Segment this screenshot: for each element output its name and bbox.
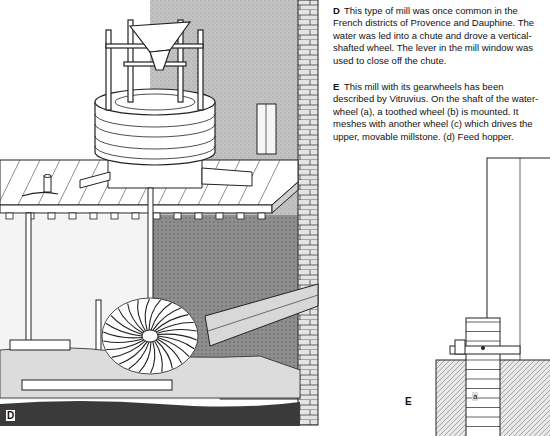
frame-post: [106, 30, 111, 110]
drawing-stroke: [156, 340, 172, 369]
drawing-stroke: [153, 213, 160, 219]
drawing-stroke: [158, 334, 197, 340]
water-chute: [205, 284, 318, 346]
water-wheel-blades: [103, 299, 196, 373]
drawing-stroke: [174, 213, 181, 219]
drawing-stroke: [157, 339, 182, 364]
drawing-stroke: [466, 341, 500, 342]
meal-trough: [202, 168, 252, 186]
drawing-stroke: [466, 379, 500, 380]
floor-joists: [6, 213, 265, 219]
lever-post-top: [44, 175, 51, 178]
caption-text: This mill with its gearwheels has been d…: [333, 81, 545, 143]
panel-letter: E: [333, 81, 339, 93]
drawing-stroke: [466, 360, 500, 361]
drawing-stroke: [6, 213, 13, 219]
millstone-bands: [95, 114, 215, 159]
drawing-stroke: [95, 136, 215, 149]
bearing-block: [455, 340, 465, 354]
callout-letter: a: [472, 392, 478, 401]
ground: [0, 401, 300, 426]
drawing-stroke: [466, 331, 500, 332]
caption-text: This type of mill was once common in the…: [333, 5, 545, 67]
wheel-hub: [142, 330, 158, 342]
drawing-stroke: [69, 213, 76, 219]
drawing-stroke: [128, 303, 144, 332]
lever-post: [44, 176, 51, 192]
drawing-stroke: [58, 160, 80, 205]
drawing-stroke: [466, 426, 500, 427]
drawing-stroke: [111, 213, 118, 219]
chute-edge: [208, 295, 318, 331]
beam: [10, 340, 70, 350]
drawing-stroke: [90, 213, 97, 219]
drawing-stroke: [106, 340, 144, 350]
building-line: [520, 158, 521, 360]
panel-letter: D: [333, 5, 340, 17]
drawing-stroke: [156, 322, 194, 332]
drawing-stroke: [157, 329, 196, 333]
drawing-stroke: [95, 146, 215, 159]
drawing-stroke: [138, 300, 146, 331]
drawing-stroke: [258, 213, 265, 219]
hopper-frame: [106, 20, 203, 110]
drawing-stroke: [95, 114, 215, 127]
drawing-stroke: [466, 369, 500, 370]
vertical-water-wheel: [466, 318, 500, 436]
drawing-stroke: [237, 213, 244, 219]
drawing-stroke: [0, 160, 20, 205]
panel-letter: E: [404, 396, 413, 407]
panel-letter: D: [6, 410, 15, 421]
window-bar: [266, 104, 267, 154]
brick-pillar: [298, 0, 318, 425]
drawing-stroke: [118, 309, 143, 334]
hopper-spout: [150, 50, 170, 70]
drawing-stroke: [195, 213, 202, 219]
frame-post: [128, 20, 133, 102]
drawing-stroke: [466, 388, 500, 389]
mill-window: [257, 104, 276, 154]
lever-bar: [22, 192, 58, 196]
drawing-stroke: [48, 213, 55, 219]
millstone-top: [95, 89, 215, 115]
wheel-paddles: [466, 322, 500, 427]
frame-post: [198, 30, 203, 110]
drawing-stroke: [466, 417, 500, 418]
drawing-stroke: [103, 339, 142, 343]
drawing-stroke: [216, 213, 223, 219]
drawing-stroke: [95, 124, 215, 137]
drawing-stroke: [18, 160, 40, 205]
shaft-end: [481, 346, 485, 350]
meal-spout: [80, 172, 110, 188]
drawing-stroke: [132, 213, 139, 219]
floor-edge: [0, 205, 272, 213]
drawing-stroke: [155, 341, 163, 372]
floor-side: [272, 182, 298, 213]
drawing-stroke: [38, 160, 60, 205]
feed-hopper: [130, 22, 190, 52]
drawing-stroke: [466, 407, 500, 408]
water-wheel-rim: [102, 298, 198, 374]
drawing-stroke: [258, 160, 280, 205]
drawing-stroke: [466, 322, 500, 323]
beam: [22, 380, 172, 390]
